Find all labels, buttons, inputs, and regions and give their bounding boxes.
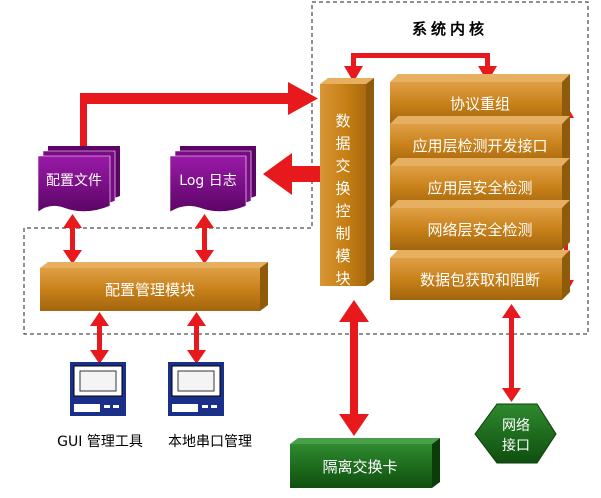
config-file-label: 配置文件: [46, 173, 102, 189]
config-to-kernel-arrow: [80, 82, 318, 148]
log-manager-arrow: [195, 214, 214, 264]
kernel-module-label: 应用层安全检测: [427, 179, 532, 197]
switch-module-char: 换: [335, 180, 350, 198]
serial-tool-label: 本地串口管理: [168, 434, 252, 450]
manager-serial-arrow: [187, 312, 206, 364]
isolation-card: 隔离交换卡: [290, 438, 440, 488]
network-port-line2: 接口: [502, 437, 530, 454]
config-manager-module: 配置管理模块: [40, 262, 268, 311]
log-file-label: Log 日志: [179, 173, 236, 189]
switch-module-char: 交: [335, 157, 350, 175]
log-file: Log 日志: [169, 146, 256, 213]
switch-module-char: 据: [335, 135, 350, 153]
kernel-module-4: 网络层安全检测: [390, 200, 570, 250]
config-file: 配置文件: [37, 146, 120, 213]
switch-isolation-arrow: [339, 300, 369, 436]
switch-module-char: 块: [335, 270, 350, 288]
packet-network-arrow: [502, 304, 521, 402]
config-manager-label: 配置管理模块: [105, 281, 195, 299]
kernel-module-5: 数据包获取和阻断: [390, 250, 570, 300]
config-file-manager-arrow: [63, 214, 82, 264]
switch-module-char: 制: [335, 225, 350, 243]
kernel-title: 系统内核: [412, 20, 488, 38]
gui-tool-label: GUI 管理工具: [57, 434, 143, 450]
serial-computer-icon: [168, 362, 224, 416]
isolation-card-label: 隔离交换卡: [322, 458, 397, 476]
kernel-module-label: 数据包获取和阻断: [420, 271, 540, 289]
switch-module-char: 控: [335, 202, 350, 220]
kernel-module-label: 网络层安全检测: [427, 221, 532, 239]
kernel-to-log-arrow: [263, 153, 320, 195]
kernel-boundary: [23, 1, 589, 335]
switch-module-char: 数: [335, 112, 350, 130]
network-port-line1: 网络: [502, 418, 530, 434]
kernel-module-label: 应用层检测开发接口: [412, 137, 547, 155]
kernel-module-label: 协议重组: [450, 95, 510, 113]
switch-module-char: 模: [335, 247, 350, 265]
manager-gui-arrow: [90, 312, 109, 364]
gui-computer-icon: [70, 362, 126, 416]
network-port: 网络 接口: [474, 403, 557, 464]
